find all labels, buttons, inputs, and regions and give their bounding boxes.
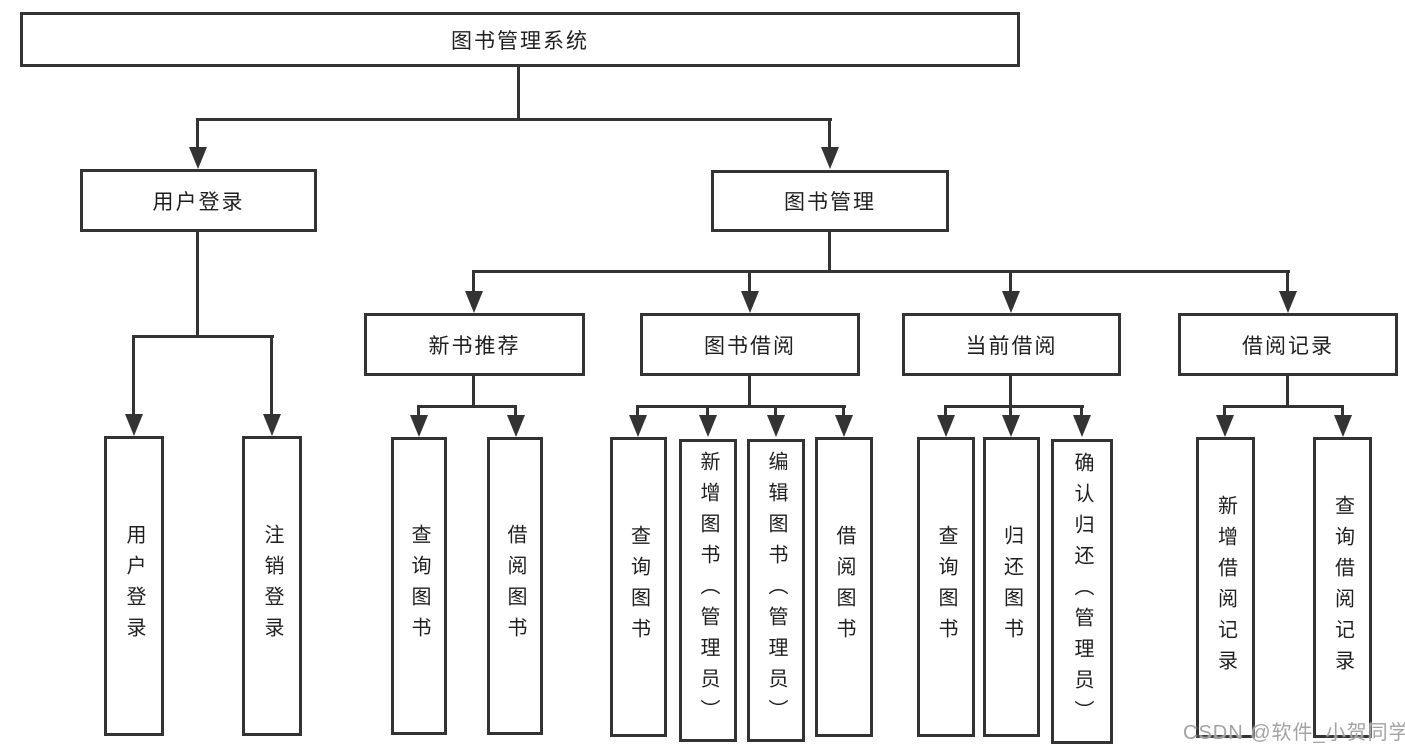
- node-current: 当前借阅: [902, 313, 1121, 376]
- node-new-books-label: 新书推荐: [428, 334, 521, 358]
- connector-drop-bw-edit: [774, 405, 777, 417]
- arrow-to-cu-return: [1002, 415, 1020, 437]
- arrow-to-bw-add: [699, 415, 717, 437]
- connector-records-stem: [1286, 376, 1289, 407]
- arrow-to-book-mgmt: [821, 147, 839, 169]
- node-leaf-logout: 注销登录: [242, 436, 302, 736]
- arrow-to-bw-edit: [767, 415, 785, 437]
- node-borrow-label: 图书借阅: [704, 334, 796, 358]
- node-leaf-logout-label: 注销登录: [261, 524, 283, 648]
- arrow-to-records: [1279, 291, 1297, 313]
- node-leaf-rec-add-label: 新增借阅记录: [1214, 494, 1237, 681]
- arrow-to-user-login: [189, 147, 207, 169]
- node-leaf-user-login: 用户登录: [104, 436, 164, 736]
- connector-drop-current: [1009, 270, 1012, 293]
- connector-drop-logout: [270, 335, 273, 418]
- node-leaf-bw-add-label: 新增图书（管理员）: [697, 451, 719, 730]
- csdn-watermark: CSDN @软件_小贺同学: [1183, 722, 1405, 744]
- arrow-to-login: [125, 414, 143, 436]
- connector-new-books-hbar: [417, 405, 517, 408]
- arrow-to-borrow: [741, 291, 759, 313]
- connector-user-login-hbar: [132, 335, 274, 338]
- connector-drop-records: [1286, 270, 1289, 293]
- connector-drop-rec-add: [1223, 405, 1226, 417]
- node-leaf-bw-query: 查询图书: [610, 437, 667, 737]
- arrow-to-bw-query: [629, 415, 647, 437]
- arrow-to-rec-query: [1334, 415, 1352, 437]
- node-user-login-label: 用户登录: [152, 190, 245, 214]
- node-leaf-user-login-label: 用户登录: [123, 524, 145, 648]
- node-new-books: 新书推荐: [364, 313, 585, 376]
- node-leaf-cu-confirm: 确认归还（管理员）: [1051, 439, 1113, 744]
- node-leaf-nb-borrow-label: 借阅图书: [504, 524, 526, 648]
- connector-drop-nb-borrow: [514, 405, 517, 417]
- connector-drop-borrow: [748, 270, 751, 293]
- connector-drop-user-login: [196, 118, 199, 148]
- node-leaf-bw-add: 新增图书（管理员）: [679, 439, 737, 742]
- node-leaf-rec-add: 新增借阅记录: [1196, 437, 1255, 738]
- node-records-label: 借阅记录: [1242, 334, 1334, 358]
- node-leaf-bw-edit-label: 编辑图书（管理员）: [765, 451, 787, 730]
- arrow-to-cu-query: [937, 415, 955, 437]
- connector-user-login-stem: [196, 232, 199, 338]
- connector-drop-cu-return: [1009, 405, 1012, 417]
- connector-root-hbar: [196, 118, 832, 121]
- node-leaf-bw-borrow: 借阅图书: [815, 437, 873, 737]
- connector-book-mgmt-stem: [828, 232, 831, 273]
- node-borrow: 图书借阅: [640, 313, 860, 376]
- connector-drop-bw-add: [706, 405, 709, 417]
- connector-root-stem: [517, 67, 520, 121]
- connector-drop-login: [132, 335, 135, 418]
- connector-borrow-hbar: [636, 405, 846, 408]
- connector-drop-book-mgmt: [828, 118, 831, 148]
- arrow-to-current: [1002, 291, 1020, 313]
- node-book-mgmt-label: 图书管理: [784, 191, 876, 214]
- connector-records-hbar: [1223, 405, 1344, 408]
- arrow-to-rec-add: [1216, 415, 1234, 437]
- connector-drop-cu-query: [944, 405, 947, 417]
- arrow-to-bw-borrow: [835, 415, 853, 437]
- node-leaf-rec-query-label: 查询借阅记录: [1331, 494, 1354, 681]
- arrow-to-logout: [263, 414, 281, 436]
- connector-book-mgmt-hbar: [472, 270, 1290, 273]
- arrow-to-cu-confirm: [1073, 415, 1091, 437]
- node-leaf-cu-return: 归还图书: [983, 437, 1040, 737]
- connector-drop-new-books: [472, 270, 475, 293]
- connector-current-stem: [1009, 376, 1012, 407]
- node-leaf-nb-borrow: 借阅图书: [487, 437, 543, 735]
- arrow-to-nb-query: [410, 415, 428, 437]
- node-leaf-nb-query: 查询图书: [391, 437, 447, 735]
- node-leaf-nb-query-label: 查询图书: [408, 524, 430, 648]
- node-leaf-cu-query: 查询图书: [917, 437, 975, 737]
- node-user-login: 用户登录: [80, 169, 317, 232]
- arrow-to-new-books: [465, 291, 483, 313]
- node-root: 图书管理系统: [20, 12, 1020, 67]
- connector-drop-cu-confirm: [1080, 405, 1083, 417]
- node-leaf-cu-return-label: 归还图书: [1000, 525, 1023, 649]
- connector-current-hbar: [944, 405, 1084, 408]
- connector-drop-bw-borrow: [842, 405, 845, 417]
- node-leaf-bw-edit: 编辑图书（管理员）: [747, 439, 805, 742]
- connector-new-books-stem: [472, 376, 475, 407]
- node-root-label: 图书管理系统: [451, 29, 589, 53]
- connector-borrow-stem: [748, 376, 751, 407]
- node-leaf-cu-confirm-label: 确认归还（管理员）: [1071, 452, 1093, 731]
- arrow-to-nb-borrow: [507, 415, 525, 437]
- connector-drop-nb-query: [417, 405, 420, 417]
- connector-drop-rec-query: [1341, 405, 1344, 417]
- node-book-mgmt: 图书管理: [711, 170, 949, 232]
- node-leaf-cu-query-label: 查询图书: [935, 525, 957, 649]
- node-leaf-bw-borrow-label: 借阅图书: [833, 525, 855, 649]
- node-leaf-bw-query-label: 查询图书: [627, 525, 650, 649]
- node-current-label: 当前借阅: [965, 334, 1058, 358]
- node-leaf-rec-query: 查询借阅记录: [1313, 437, 1372, 738]
- connector-drop-bw-query: [636, 405, 639, 417]
- node-records: 借阅记录: [1178, 313, 1398, 376]
